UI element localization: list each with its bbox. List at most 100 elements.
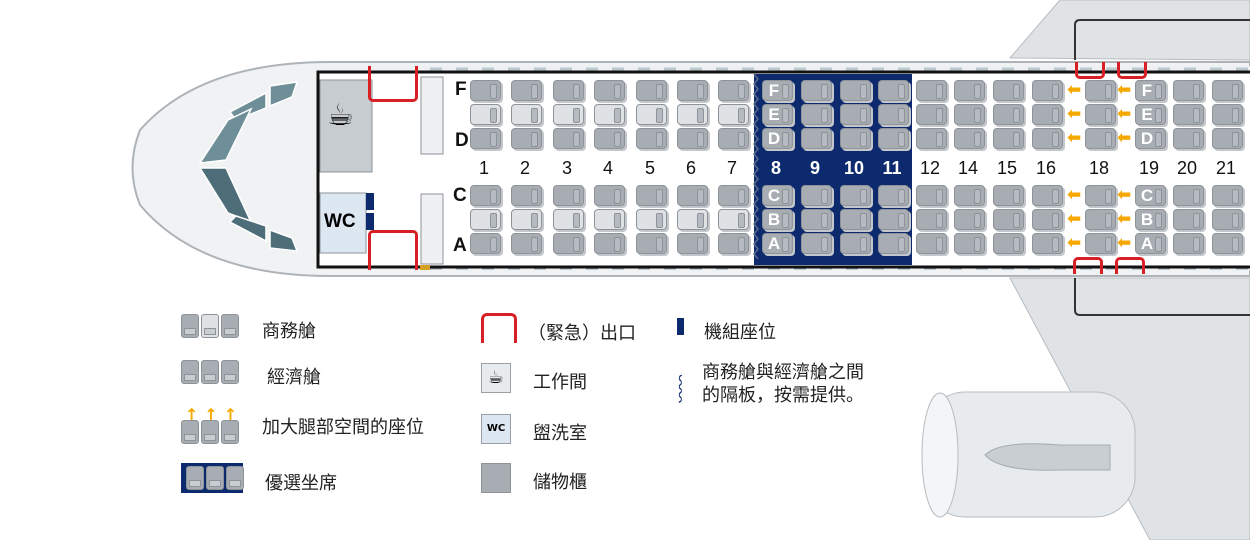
seat-1-a[interactable] (470, 233, 501, 254)
seat-15-f[interactable] (993, 80, 1024, 101)
seat-8-b[interactable]: B (762, 209, 793, 230)
seat-3-d[interactable] (553, 128, 584, 149)
seat-19-b[interactable]: B (1135, 209, 1166, 230)
seat-15-e[interactable] (993, 104, 1024, 125)
seat-16-b[interactable] (1032, 209, 1063, 230)
seat-15-c[interactable] (993, 185, 1024, 206)
seat-5-a[interactable] (636, 233, 667, 254)
seat-2-a[interactable] (511, 233, 542, 254)
seat-20-a[interactable] (1173, 233, 1204, 254)
seat-7-d[interactable] (718, 128, 749, 149)
seat-4-c[interactable] (594, 185, 625, 206)
seat-5-f[interactable] (636, 80, 667, 101)
seat-19-c[interactable]: C (1135, 185, 1166, 206)
seat-4-f[interactable] (594, 80, 625, 101)
seat-14-d[interactable] (954, 128, 985, 149)
seat-15-b[interactable] (993, 209, 1024, 230)
seat-12-a[interactable] (916, 233, 947, 254)
seat-19-d[interactable]: D (1135, 128, 1166, 149)
seat-2-c[interactable] (511, 185, 542, 206)
seat-21-e[interactable] (1212, 104, 1243, 125)
seat-21-c[interactable] (1212, 185, 1243, 206)
seat-6-d[interactable] (677, 128, 708, 149)
seat-4-d[interactable] (594, 128, 625, 149)
seat-7-c[interactable] (718, 185, 749, 206)
seat-3-b[interactable] (553, 209, 584, 230)
seat-7-b[interactable] (718, 209, 749, 230)
seat-18-c[interactable] (1085, 185, 1116, 206)
seat-9-f[interactable] (801, 80, 832, 101)
seat-18-b[interactable] (1085, 209, 1116, 230)
seat-18-d[interactable] (1085, 128, 1116, 149)
seat-3-f[interactable] (553, 80, 584, 101)
seat-20-b[interactable] (1173, 209, 1204, 230)
seat-16-c[interactable] (1032, 185, 1063, 206)
seat-2-d[interactable] (511, 128, 542, 149)
seat-6-b[interactable] (677, 209, 708, 230)
seat-4-b[interactable] (594, 209, 625, 230)
seat-12-e[interactable] (916, 104, 947, 125)
seat-6-a[interactable] (677, 233, 708, 254)
seat-3-a[interactable] (553, 233, 584, 254)
seat-10-c[interactable] (840, 185, 871, 206)
seat-16-d[interactable] (1032, 128, 1063, 149)
seat-8-a[interactable]: A (762, 233, 793, 254)
seat-14-c[interactable] (954, 185, 985, 206)
seat-10-a[interactable] (840, 233, 871, 254)
seat-1-b[interactable] (470, 209, 501, 230)
seat-3-c[interactable] (553, 185, 584, 206)
seat-6-f[interactable] (677, 80, 708, 101)
seat-5-d[interactable] (636, 128, 667, 149)
seat-14-e[interactable] (954, 104, 985, 125)
seat-5-b[interactable] (636, 209, 667, 230)
seat-7-e[interactable] (718, 104, 749, 125)
seat-1-d[interactable] (470, 128, 501, 149)
seat-16-e[interactable] (1032, 104, 1063, 125)
seat-11-a[interactable] (878, 233, 909, 254)
seat-10-e[interactable] (840, 104, 871, 125)
seat-18-a[interactable] (1085, 233, 1116, 254)
seat-2-f[interactable] (511, 80, 542, 101)
seat-12-f[interactable] (916, 80, 947, 101)
seat-9-d[interactable] (801, 128, 832, 149)
seat-14-b[interactable] (954, 209, 985, 230)
seat-2-b[interactable] (511, 209, 542, 230)
seat-21-a[interactable] (1212, 233, 1243, 254)
seat-12-b[interactable] (916, 209, 947, 230)
seat-4-e[interactable] (594, 104, 625, 125)
seat-20-c[interactable] (1173, 185, 1204, 206)
seat-8-f[interactable]: F (762, 80, 793, 101)
seat-2-e[interactable] (511, 104, 542, 125)
seat-11-e[interactable] (878, 104, 909, 125)
seat-9-a[interactable] (801, 233, 832, 254)
seat-8-d[interactable]: D (762, 128, 793, 149)
seat-10-f[interactable] (840, 80, 871, 101)
seat-1-f[interactable] (470, 80, 501, 101)
seat-20-e[interactable] (1173, 104, 1204, 125)
seat-21-f[interactable] (1212, 80, 1243, 101)
seat-12-c[interactable] (916, 185, 947, 206)
seat-16-f[interactable] (1032, 80, 1063, 101)
seat-20-d[interactable] (1173, 128, 1204, 149)
seat-11-c[interactable] (878, 185, 909, 206)
seat-8-c[interactable]: C (762, 185, 793, 206)
seat-15-a[interactable] (993, 233, 1024, 254)
seat-9-b[interactable] (801, 209, 832, 230)
seat-18-e[interactable] (1085, 104, 1116, 125)
seat-19-a[interactable]: A (1135, 233, 1166, 254)
seat-9-c[interactable] (801, 185, 832, 206)
seat-21-d[interactable] (1212, 128, 1243, 149)
seat-19-e[interactable]: E (1135, 104, 1166, 125)
seat-14-a[interactable] (954, 233, 985, 254)
seat-5-e[interactable] (636, 104, 667, 125)
seat-11-d[interactable] (878, 128, 909, 149)
seat-10-d[interactable] (840, 128, 871, 149)
seat-8-e[interactable]: E (762, 104, 793, 125)
seat-1-e[interactable] (470, 104, 501, 125)
seat-6-e[interactable] (677, 104, 708, 125)
seat-16-a[interactable] (1032, 233, 1063, 254)
seat-14-f[interactable] (954, 80, 985, 101)
seat-4-a[interactable] (594, 233, 625, 254)
seat-1-c[interactable] (470, 185, 501, 206)
seat-19-f[interactable]: F (1135, 80, 1166, 101)
